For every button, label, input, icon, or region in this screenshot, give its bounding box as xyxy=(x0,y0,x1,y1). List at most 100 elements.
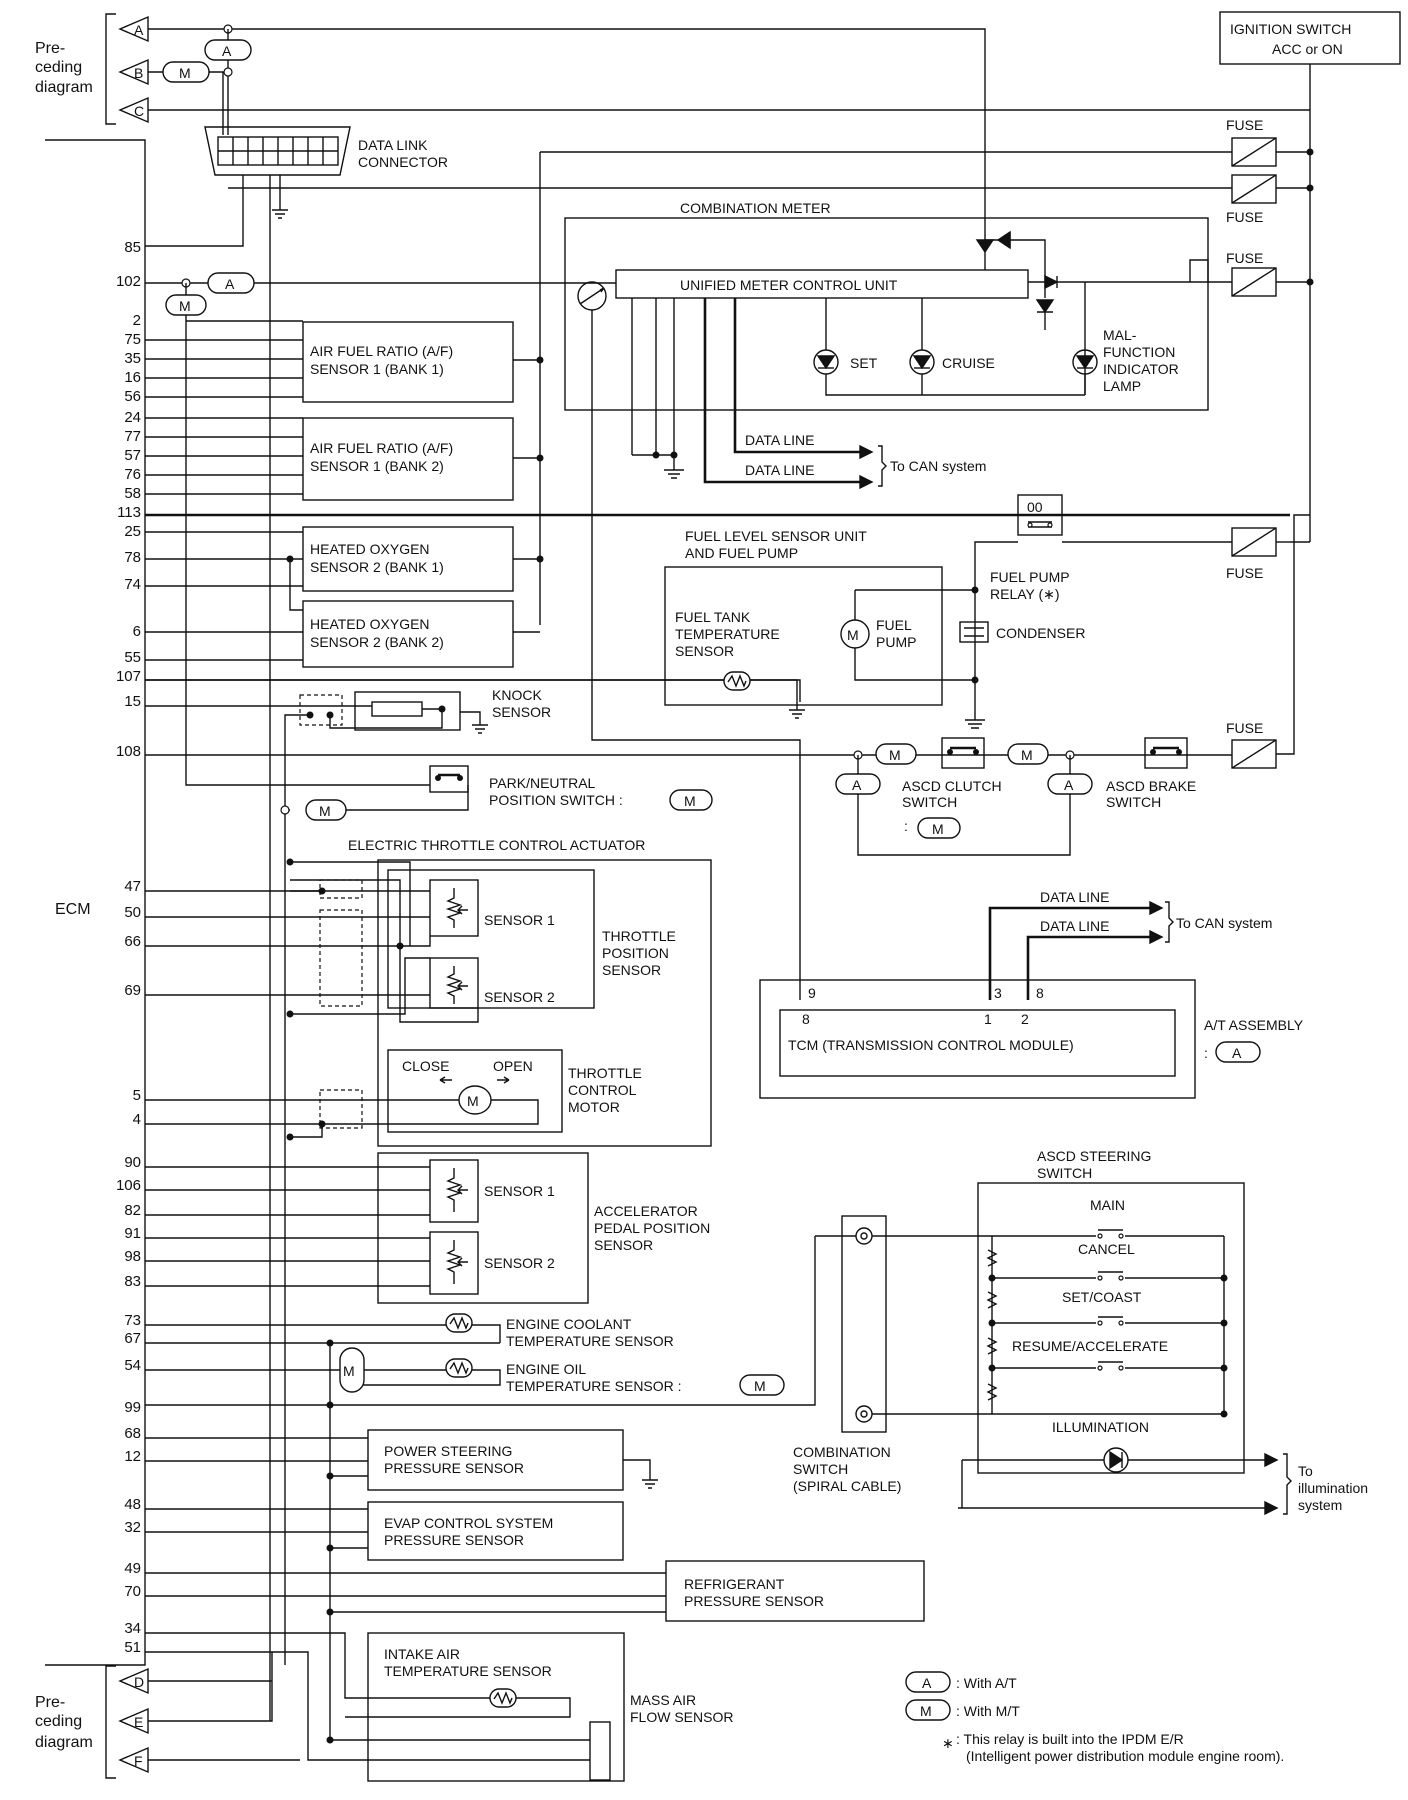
connector-e[interactable]: E xyxy=(118,1707,149,1735)
pin-67: 67 xyxy=(124,1330,141,1347)
park-neutral-switch[interactable]: PARK/NEUTRAL POSITION SWITCH : M xyxy=(280,765,713,815)
maf-label-2: FLOW SENSOR xyxy=(630,1709,733,1725)
connector-b-label: B xyxy=(134,65,143,81)
relay-label-2: RELAY (∗) xyxy=(990,586,1060,602)
steering-cancel: CANCEL xyxy=(1078,1241,1135,1257)
pin-58: 58 xyxy=(124,485,141,502)
pin-90: 90 xyxy=(124,1154,141,1171)
fuel-temp-label-2: TEMPERATURE xyxy=(675,626,780,642)
legend-m-text: : With M/T xyxy=(956,1703,1020,1719)
pin-78: 78 xyxy=(124,549,141,566)
data-link-connector[interactable]: DATA LINK CONNECTOR xyxy=(204,126,448,176)
combination-switch: COMBINATION SWITCH (SPIRAL CABLE) xyxy=(145,1215,992,1494)
connector-a-label: A xyxy=(134,22,144,38)
fuel-pump-label-1: FUEL xyxy=(876,617,912,633)
ho1-label-2: SENSOR 2 (BANK 1) xyxy=(310,559,444,575)
dlc-label-1: DATA LINK xyxy=(358,137,428,153)
pin-98: 98 xyxy=(124,1248,141,1265)
pin-107: 107 xyxy=(116,668,141,685)
legend-m-tag: M xyxy=(920,1703,932,1719)
tcm-pin8: 8 xyxy=(1036,985,1044,1001)
pin-82: 82 xyxy=(124,1202,141,1219)
fuse-3-label: FUSE xyxy=(1226,250,1263,266)
connector-d[interactable]: D xyxy=(118,1667,149,1695)
steering-set: SET/COAST xyxy=(1062,1289,1142,1305)
ignition-line2: ACC or ON xyxy=(1272,41,1343,57)
pin-35: 35 xyxy=(124,350,141,367)
comb-switch-label-2: SWITCH xyxy=(793,1461,848,1477)
ecm-pins: 85 102 2 75 35 16 56 24 77 57 76 58 113 … xyxy=(116,239,141,1656)
pin-66: 66 xyxy=(124,933,141,950)
pin-15: 15 xyxy=(124,693,141,710)
iat-label-2: TEMPERATURE SENSOR xyxy=(384,1663,552,1679)
pin-56: 56 xyxy=(124,388,141,405)
throttle-motor-symbol: M xyxy=(467,1093,479,1109)
at-assembly: TCM (TRANSMISSION CONTROL MODULE) 9 3 8 … xyxy=(759,889,1304,1099)
to-illum-label-1: To xyxy=(1298,1463,1313,1479)
condenser-label: CONDENSER xyxy=(996,625,1085,641)
fuel-pump-label-2: PUMP xyxy=(876,634,916,650)
clutch-tag: M xyxy=(932,821,944,837)
af-sensor-bank1: AIR FUEL RATIO (A/F) SENSOR 1 (BANK 1) xyxy=(302,321,514,403)
ascd-brake-switch[interactable]: ASCD BRAKE SWITCH xyxy=(1106,737,1196,810)
fuse-1-label: FUSE xyxy=(1226,117,1263,133)
brake-label-1: ASCD BRAKE xyxy=(1106,778,1196,794)
clutch-label-2: SWITCH xyxy=(902,794,957,810)
mil-label-3: INDICATOR xyxy=(1103,361,1179,377)
pin-32: 32 xyxy=(124,1519,141,1536)
eot-label-1: ENGINE OIL xyxy=(506,1361,586,1377)
pin-5: 5 xyxy=(133,1087,141,1104)
to-can-1: To CAN system xyxy=(890,458,986,474)
preceding-label-1: Pre- xyxy=(35,40,65,57)
pin-83: 83 xyxy=(124,1273,141,1290)
cruise-lamp-label: CRUISE xyxy=(942,355,995,371)
meter-grounds: DATA LINE DATA LINE To CAN system xyxy=(631,298,986,490)
fuel-unit-label-2: AND FUEL PUMP xyxy=(685,545,798,561)
clutch-tag-a2: A xyxy=(1064,777,1074,793)
ascd-clutch-switch[interactable]: ASCD CLUTCH SWITCH : M xyxy=(902,737,1002,839)
pin-69: 69 xyxy=(124,982,141,999)
motor-label-3: MOTOR xyxy=(568,1099,620,1115)
ho2-label-2: SENSOR 2 (BANK 2) xyxy=(310,634,444,650)
af2-label-1: AIR FUEL RATIO (A/F) xyxy=(310,440,453,456)
fuel-pump-relay[interactable]: 00 FUEL PUMP RELAY (∗) xyxy=(974,494,1232,720)
clutch-tag-m2: M xyxy=(1021,747,1033,763)
knock-label-2: SENSOR xyxy=(492,704,551,720)
tag-m-pn: M xyxy=(305,799,347,821)
ignition-switch: IGNITION SWITCH ACC or ON xyxy=(1219,11,1401,65)
connector-f[interactable]: F xyxy=(118,1746,149,1774)
etc-actuator: ELECTRIC THROTTLE CONTROL ACTUATOR SENSO… xyxy=(145,837,712,1147)
cruise-lamp: CRUISE xyxy=(909,298,995,375)
connector-b[interactable]: B xyxy=(118,58,149,86)
tps-label-2: POSITION xyxy=(602,945,669,961)
pin-4: 4 xyxy=(133,1111,141,1128)
pin-73: 73 xyxy=(124,1312,141,1329)
pin-113: 113 xyxy=(117,504,141,521)
comb-switch-label-1: COMBINATION xyxy=(793,1444,891,1460)
mil-label-1: MAL- xyxy=(1103,327,1137,343)
pn-label-1: PARK/NEUTRAL xyxy=(489,775,596,791)
fuse-4-label: FUSE xyxy=(1226,565,1263,581)
legend-note-2: (Intelligent power distribution module e… xyxy=(966,1748,1284,1764)
tcm-pin9: 9 xyxy=(808,985,816,1001)
legend-star: ∗ xyxy=(942,1735,954,1751)
ascd-steering-switch[interactable]: ASCD STEERING SWITCH MAIN CANCEL SET/COA… xyxy=(958,1148,1368,1516)
connector-c[interactable]: C xyxy=(118,96,149,124)
pin-48: 48 xyxy=(124,1496,141,1513)
relay-label-1: FUEL PUMP xyxy=(990,569,1070,585)
apps-sensor2-label: SENSOR 2 xyxy=(484,1255,555,1271)
ho2-sensor-bank1: HEATED OXYGEN SENSOR 2 (BANK 1) xyxy=(302,526,514,592)
ecm: ECM xyxy=(45,139,146,1666)
tps-label-3: SENSOR xyxy=(602,962,661,978)
legend-a-text: : With A/T xyxy=(956,1675,1017,1691)
pin-6: 6 xyxy=(133,623,141,640)
motor-label-1: THROTTLE xyxy=(568,1065,642,1081)
connector-a[interactable]: A xyxy=(118,15,149,43)
comb-switch-label-3: (SPIRAL CABLE) xyxy=(793,1478,901,1494)
pin-106: 106 xyxy=(116,1177,141,1194)
pin-2: 2 xyxy=(133,312,141,329)
steering-resume: RESUME/ACCELERATE xyxy=(1012,1338,1168,1354)
mil-lamp: MAL- FUNCTION INDICATOR LAMP xyxy=(1072,327,1179,394)
af2-label-2: SENSOR 1 (BANK 2) xyxy=(310,458,444,474)
